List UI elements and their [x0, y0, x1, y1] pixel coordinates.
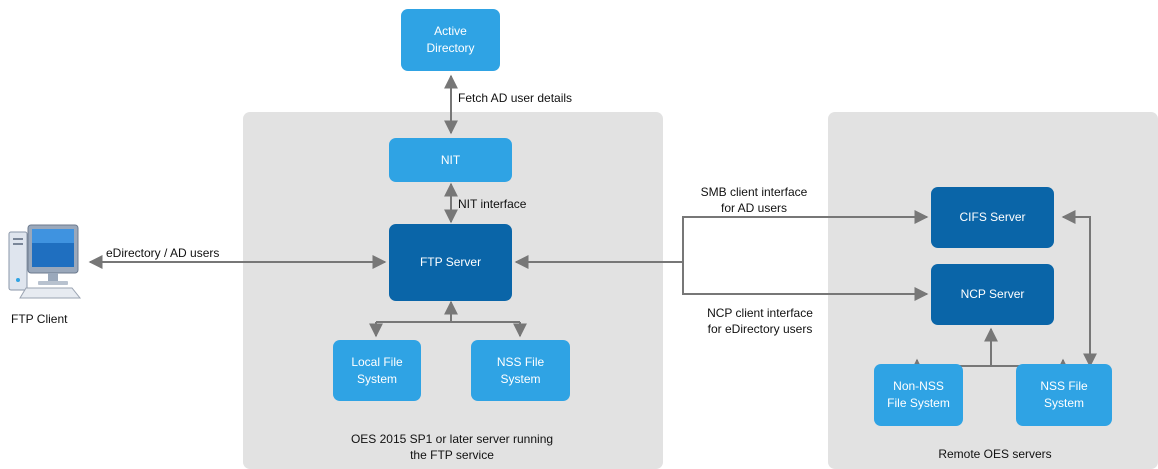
local-file-system-node: Local File System [333, 340, 421, 401]
nit-interface-label: NIT interface [458, 197, 527, 211]
non-nss-file-system-node: Non-NSS File System [874, 364, 963, 426]
remote-panel-caption: Remote OES servers [938, 447, 1052, 461]
active-directory-node: Active Directory [401, 9, 500, 71]
ftp-server-node: FTP Server [389, 224, 512, 301]
ncp-server-node: NCP Server [931, 264, 1054, 325]
smb-interface-label: SMB client interface for AD users [700, 185, 808, 215]
remote-nss-file-system-node: NSS File System [1016, 364, 1112, 426]
nit-node: NIT [389, 138, 512, 182]
fetch-ad-label: Fetch AD user details [458, 91, 573, 105]
cifs-server-node: CIFS Server [931, 187, 1054, 248]
cifs-nss-connector [1061, 210, 1097, 368]
computer-icon [8, 224, 82, 299]
oes-panel-caption: OES 2015 SP1 or later server running the… [350, 432, 554, 462]
nss-file-system-node: NSS File System [471, 340, 570, 401]
ftp-client-label: FTP Client [11, 312, 68, 326]
ncp-interface-label: NCP client interface for eDirectory user… [707, 306, 813, 336]
edirectory-ad-users-label: eDirectory / AD users [106, 246, 220, 260]
